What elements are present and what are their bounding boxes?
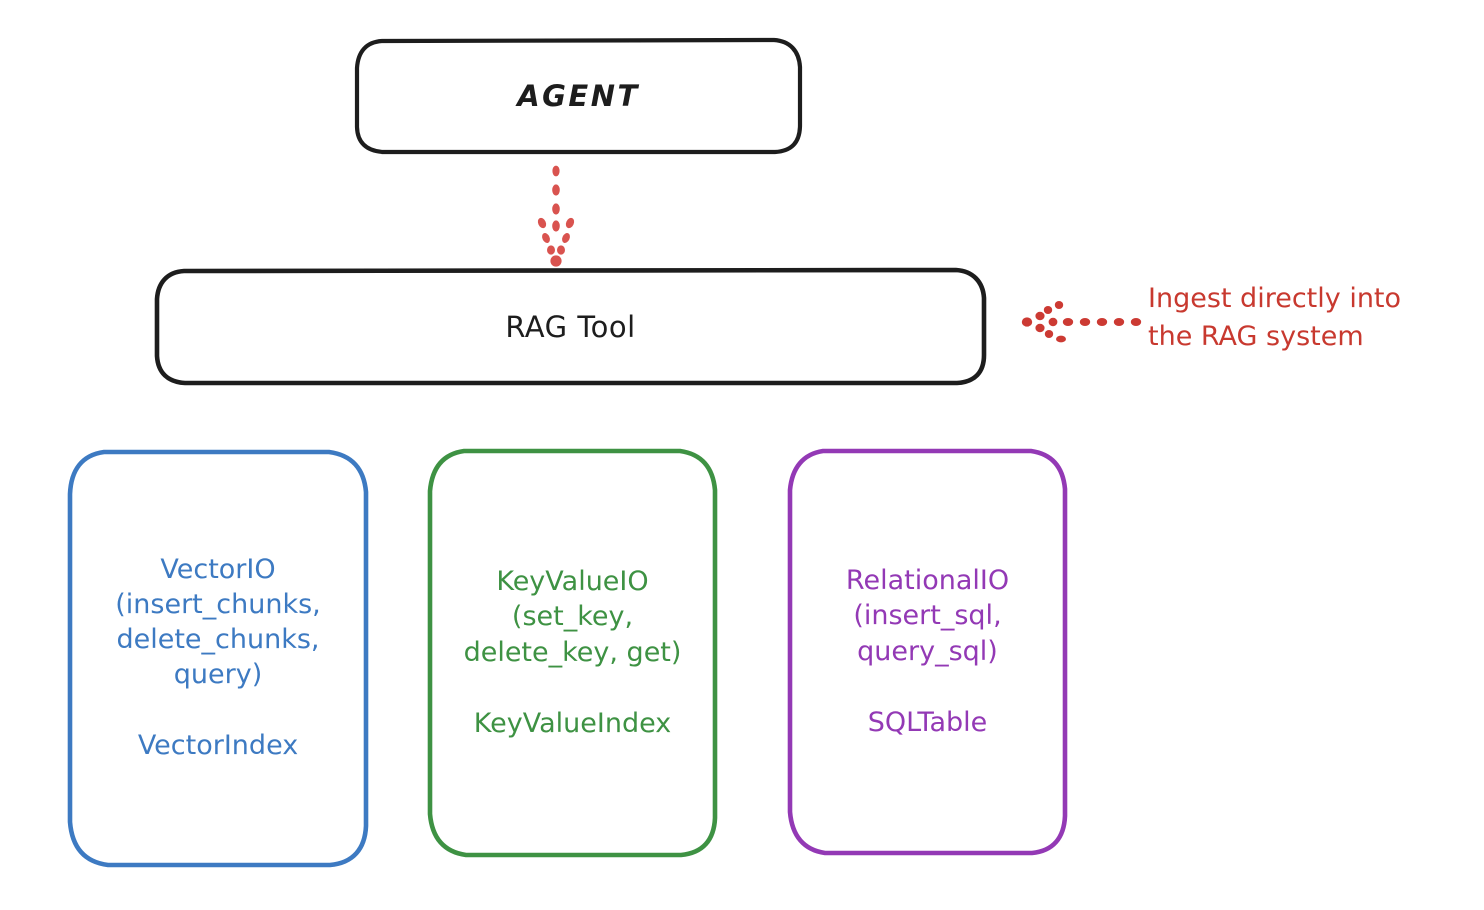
vector-io-box-shape[interactable]	[67, 449, 369, 868]
agent-box-shape[interactable]	[354, 37, 803, 155]
rag-tool-box-shape[interactable]	[154, 267, 987, 386]
edge-agent-to-ragtool	[537, 165, 575, 267]
annotation-arrow-ingest	[1021, 301, 1142, 343]
relational-io-box-shape[interactable]	[787, 448, 1068, 856]
key-value-io-box-shape[interactable]	[427, 448, 718, 858]
